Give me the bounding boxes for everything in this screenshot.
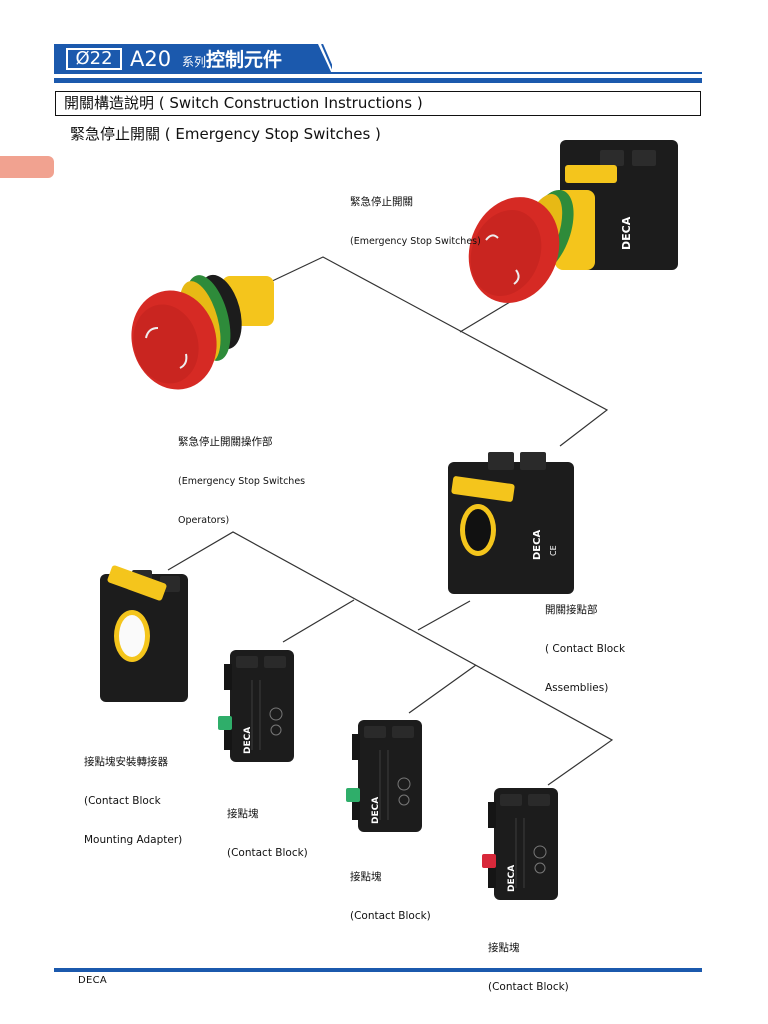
section-title-box (55, 91, 701, 116)
side-tab-marker (0, 156, 54, 178)
mounting-adapter-image (100, 565, 188, 702)
label-contact-block-3-zh: 接點塊 (488, 942, 520, 954)
label-estop-switch-en: (Emergency Stop Switches) (350, 236, 481, 247)
label-contact-block-3-en: (Contact Block) (488, 981, 569, 993)
contact-block-3-brand-print: DECA (507, 865, 517, 892)
label-estop-switch-zh: 緊急停止開關 (350, 196, 413, 208)
label-contact-block-1-en: (Contact Block) (227, 847, 308, 859)
estop-operator-image (131, 274, 274, 390)
estop-switch-image: DECA (468, 140, 678, 303)
label-estop-operator: 緊急停止開關操作部 (Emergency Stop Switches Opera… (178, 410, 305, 540)
label-estop-operator-zh: 緊急停止開關操作部 (178, 436, 273, 448)
contact-block-3-image: DECA (482, 787, 559, 901)
contact-block-1-brand-print: DECA (243, 727, 253, 754)
label-estop-switch: 緊急停止開關 (Emergency Stop Switches) (350, 170, 481, 261)
footer-brand: DECA (78, 975, 108, 986)
contact-assembly-image: DECA CE (448, 452, 574, 594)
label-contact-assembly: 開關接點部 ( Contact Block Assemblies) (545, 578, 625, 708)
header-banner-tail (306, 44, 332, 74)
label-estop-operator-en2: Operators) (178, 515, 230, 526)
label-mounting-adapter-en1: (Contact Block (84, 795, 161, 807)
series-main-label: 控制元件 (206, 49, 283, 71)
subsection-title: 緊急停止開關 ( Emergency Stop Switches ) (70, 125, 381, 143)
footer-rule (54, 968, 702, 972)
series-small-label: 系列 (182, 55, 207, 69)
label-contact-block-1-zh: 接點塊 (227, 808, 259, 820)
assembly-ce-print: CE (549, 545, 558, 556)
label-contact-block-2: 接點塊 (Contact Block) (350, 845, 431, 936)
contact-block-2-image: DECA (346, 719, 423, 833)
estop-brand-print: DECA (620, 216, 633, 250)
model-number: A20 (130, 47, 172, 71)
label-contact-assembly-zh: 開關接點部 (545, 604, 598, 616)
label-contact-assembly-en2: Assemblies) (545, 682, 609, 694)
label-mounting-adapter-en2: Mounting Adapter) (84, 834, 183, 846)
label-contact-assembly-en1: ( Contact Block (545, 643, 626, 655)
contact-block-1-image: DECA (218, 649, 295, 763)
label-estop-operator-en1: (Emergency Stop Switches (178, 476, 306, 487)
label-contact-block-2-zh: 接點塊 (350, 871, 382, 883)
assembly-brand-print: DECA (532, 530, 543, 560)
header-rule-thin (54, 72, 702, 74)
label-contact-block-1: 接點塊 (Contact Block) (227, 782, 308, 873)
contact-block-2-brand-print: DECA (371, 797, 381, 824)
label-mounting-adapter: 接點塊安裝轉接器 (Contact Block Mounting Adapter… (84, 730, 182, 860)
size-code-badge: Ø22 (66, 48, 122, 70)
connector-lines (167, 256, 614, 786)
header-rule-thick (54, 78, 702, 83)
label-contact-block-3: 接點塊 (Contact Block) (488, 916, 569, 1007)
label-mounting-adapter-zh: 接點塊安裝轉接器 (84, 756, 168, 768)
series-title: 系列控制元件 (182, 47, 282, 75)
label-contact-block-2-en: (Contact Block) (350, 910, 431, 922)
section-title: 開關構造說明 ( Switch Construction Instruction… (64, 94, 423, 112)
